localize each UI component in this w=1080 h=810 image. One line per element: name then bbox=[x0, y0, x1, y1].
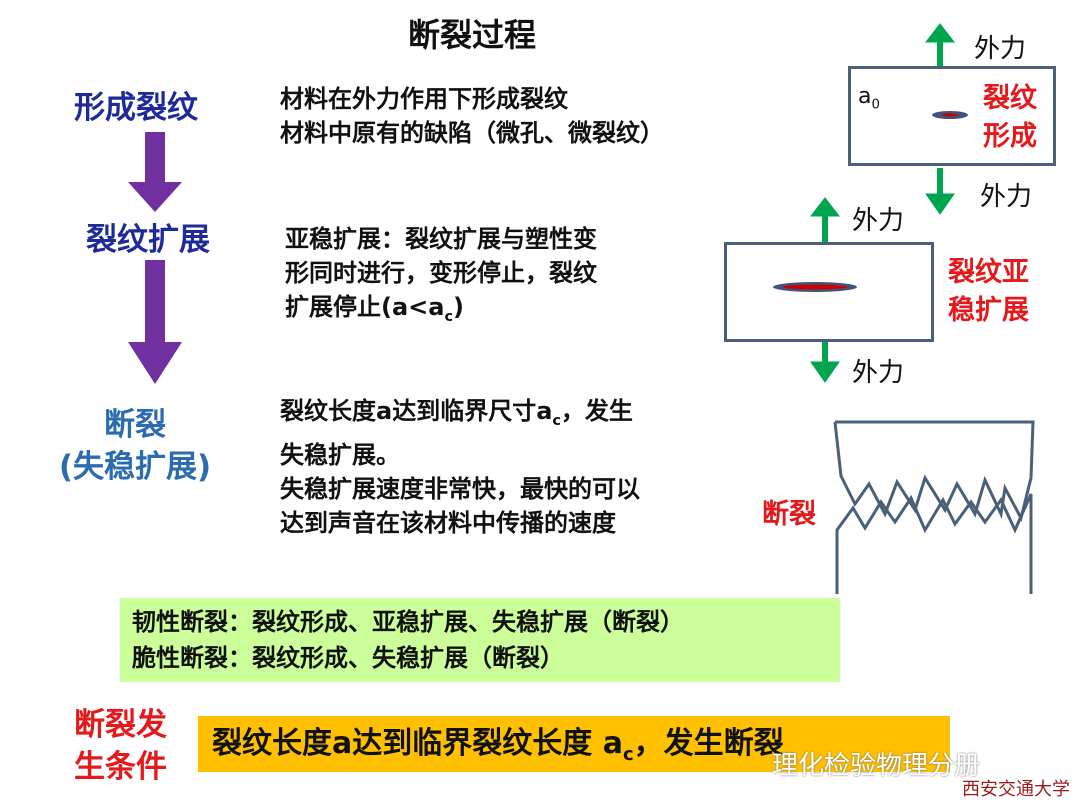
crack-formation-label: 裂纹形成 bbox=[983, 83, 1037, 152]
subcritical-growth-label: 裂纹亚稳扩展 bbox=[948, 257, 1029, 326]
force-label: 外力 bbox=[852, 358, 905, 388]
stage-fracture-label: 断裂 bbox=[104, 407, 166, 443]
text-line: 材料在外力作用下形成裂纹 bbox=[280, 85, 568, 113]
subcritical-growth-specimen bbox=[724, 242, 934, 342]
text-line: 失稳扩展。 bbox=[280, 440, 400, 469]
fracture-condition-label: 断裂发生条件 bbox=[74, 707, 167, 785]
text-line: 材料中原有的缺陷（微孔、微裂纹） bbox=[280, 119, 664, 147]
text-line: 扩展停止(a<ac) bbox=[285, 293, 464, 325]
up-arrow-icon bbox=[809, 197, 841, 217]
stage1-description: 材料在外力作用下形成裂纹 材料中原有的缺陷（微孔、微裂纹） bbox=[280, 82, 664, 150]
small-crack bbox=[932, 111, 968, 119]
force-label: 外力 bbox=[974, 34, 1027, 64]
stage-fracture: 断裂 (失稳扩展) bbox=[40, 404, 230, 488]
down-arrow-icon bbox=[128, 132, 182, 212]
ductile-fracture-text: 韧性断裂：裂纹形成、亚稳扩展、失稳扩展（断裂） bbox=[132, 608, 684, 636]
down-arrow-icon bbox=[925, 193, 955, 215]
brittle-fracture-text: 脆性断裂：裂纹形成、失稳扩展（断裂） bbox=[132, 644, 564, 672]
stage3-description: 裂纹长度a达到临界尺寸ac，发生 失稳扩展。 失稳扩展速度非常快，最快的可以 达… bbox=[280, 394, 640, 540]
stage-crack-formation: 形成裂纹 bbox=[74, 90, 198, 126]
force-label: 外力 bbox=[980, 182, 1033, 212]
university-logo: 西安交通大学 bbox=[962, 779, 1070, 800]
force-label: 外力 bbox=[852, 206, 905, 236]
slide-title: 断裂过程 bbox=[408, 16, 537, 54]
text-line: 裂纹长度a达到临界尺寸ac，发生 bbox=[280, 397, 633, 429]
fracture-label: 断裂 bbox=[762, 499, 816, 530]
text-line: 亚稳扩展：裂纹扩展与塑性变 bbox=[285, 225, 597, 253]
up-arrow-icon bbox=[924, 23, 956, 43]
text-line: 失稳扩展速度非常快，最快的可以 bbox=[280, 474, 640, 503]
flow-arrows bbox=[128, 132, 182, 384]
text-line: 达到声音在该材料中传播的速度 bbox=[280, 508, 616, 537]
text-line: 形同时进行，变形停止，裂纹 bbox=[285, 259, 597, 287]
a0-label: a0 bbox=[858, 84, 880, 113]
stage-crack-propagation: 裂纹扩展 bbox=[86, 222, 210, 258]
fracture-condition-box: 裂纹长度a达到临界裂纹长度 ac，发生断裂 bbox=[198, 716, 950, 772]
down-arrow-icon bbox=[128, 260, 182, 384]
fracture-diagram bbox=[833, 420, 1035, 594]
watermark: 理化检验物理分册 bbox=[771, 751, 980, 781]
force-arrows-2 bbox=[809, 197, 841, 383]
crack-formation-specimen bbox=[848, 66, 1056, 166]
stage-fracture-sublabel: (失稳扩展) bbox=[58, 449, 212, 485]
propagating-crack bbox=[773, 282, 857, 292]
force-arrows-1 bbox=[924, 23, 956, 215]
fracture-types-box: 韧性断裂：裂纹形成、亚稳扩展、失稳扩展（断裂） 脆性断裂：裂纹形成、失稳扩展（断… bbox=[120, 598, 840, 682]
stage2-description: 亚稳扩展：裂纹扩展与塑性变 形同时进行，变形停止，裂纹 扩展停止(a<ac) bbox=[285, 222, 597, 334]
down-arrow-icon bbox=[810, 361, 840, 383]
